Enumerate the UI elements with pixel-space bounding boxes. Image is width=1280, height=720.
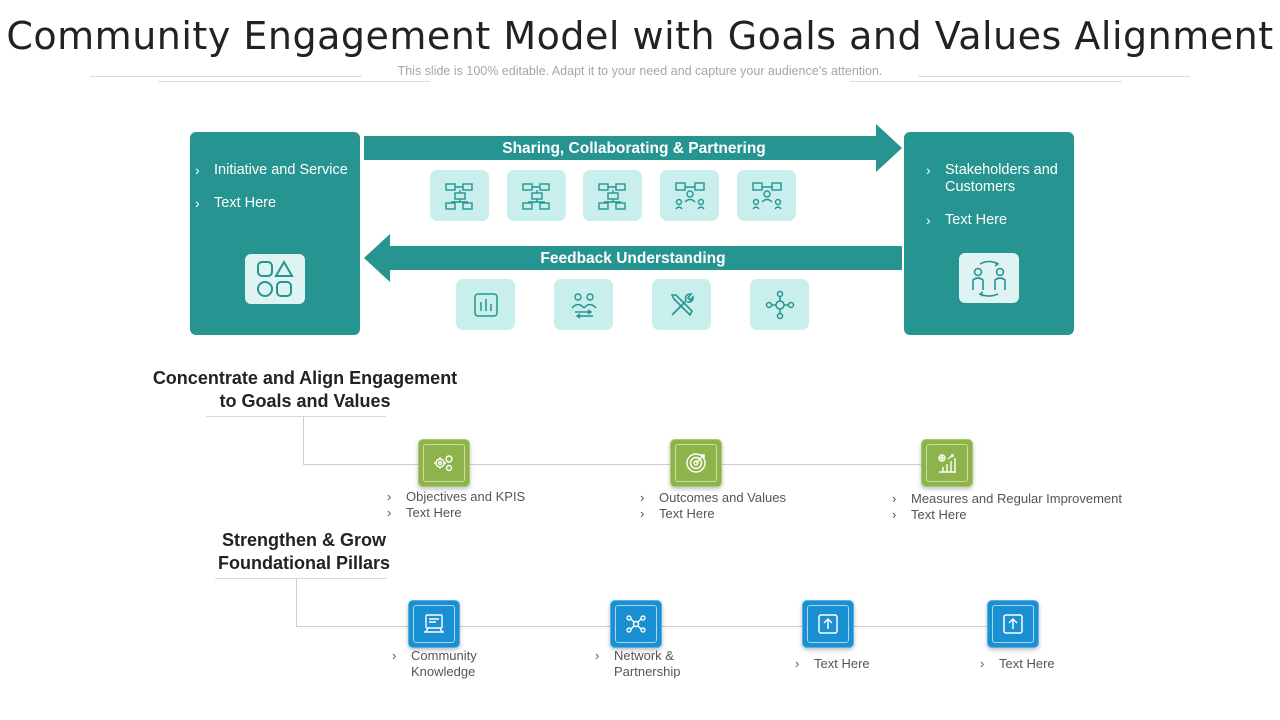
people-network-icon xyxy=(660,170,719,221)
left-panel-item: › Text Here xyxy=(195,195,355,212)
gears-icon xyxy=(418,439,470,487)
title-divider-right xyxy=(918,76,1190,77)
chevron-right-icon: › xyxy=(892,507,897,522)
section-heading: Strengthen & Grow Foundational Pillars xyxy=(154,529,454,575)
growth-chart-icon xyxy=(921,439,973,487)
title-divider-left-2 xyxy=(158,81,430,82)
network-structure-icon xyxy=(583,170,642,221)
pillar-node-text: › Community Knowledge xyxy=(392,648,532,680)
goal-node-line: Text Here xyxy=(659,506,715,521)
chevron-right-icon: › xyxy=(926,162,931,178)
page-title: Community Engagement Model with Goals an… xyxy=(6,14,1274,58)
target-icon xyxy=(670,439,722,487)
chevron-right-icon: › xyxy=(195,162,200,178)
hub-network-icon xyxy=(750,279,809,330)
goal-node-text: › Objectives and KPIS › Text Here xyxy=(387,489,627,521)
upload-icon xyxy=(802,600,854,648)
right-panel-item: › Text Here xyxy=(926,212,1066,229)
pillar-node-line: Partnership xyxy=(614,664,681,679)
chevron-right-icon: › xyxy=(640,506,645,521)
chevron-right-icon: › xyxy=(195,195,200,211)
network-structure-icon xyxy=(507,170,566,221)
page-subtitle: This slide is 100% editable. Adapt it to… xyxy=(397,64,883,78)
pillar-node-text: › Text Here xyxy=(795,656,935,672)
section-heading-line: Strengthen & Grow xyxy=(221,530,386,550)
goal-node-line: Text Here xyxy=(911,507,967,522)
connector-horizontal xyxy=(303,464,948,465)
chevron-right-icon: › xyxy=(387,505,392,520)
pillar-node-text: › Network & Partnership xyxy=(595,648,735,680)
forward-arrow xyxy=(364,124,902,172)
left-panel-item-label: Text Here xyxy=(214,195,277,211)
goal-node-line: Outcomes and Values xyxy=(659,490,786,505)
people-exchange-icon xyxy=(959,253,1019,303)
goal-node-text: › Outcomes and Values › Text Here xyxy=(640,490,880,522)
left-panel-item-label: Initiative and Service xyxy=(214,162,348,178)
forward-arrow-label: Sharing, Collaborating & Partnering xyxy=(502,140,766,157)
goal-node-line: Text Here xyxy=(406,505,462,520)
chevron-right-icon: › xyxy=(926,212,931,228)
connector-vertical xyxy=(296,579,297,627)
section-heading-line: Foundational Pillars xyxy=(217,553,391,573)
computer-knowledge-icon xyxy=(408,600,460,648)
network-structure-icon xyxy=(430,170,489,221)
tools-icon xyxy=(652,279,711,330)
section-heading-line: to Goals and Values xyxy=(219,391,391,411)
chevron-right-icon: › xyxy=(595,648,600,663)
pillar-node-line: Text Here xyxy=(814,656,870,671)
upload-icon xyxy=(987,600,1039,648)
goal-node-line: Objectives and KPIS xyxy=(406,489,526,504)
goal-node-line: Measures and Regular Improvement xyxy=(911,491,1122,506)
right-panel-item-label: Text Here xyxy=(945,212,1008,228)
pillar-node-line: Text Here xyxy=(999,656,1055,671)
left-panel-item: › Initiative and Service xyxy=(195,162,355,179)
chevron-right-icon: › xyxy=(795,656,800,671)
chevron-right-icon: › xyxy=(387,489,392,504)
section-heading-underline xyxy=(206,416,386,417)
right-panel-item-label: Stakeholders and Customers xyxy=(945,162,1058,195)
pillar-node-line: Community xyxy=(411,648,477,663)
chevron-right-icon: › xyxy=(892,491,897,506)
backward-arrow-label: Feedback Understanding xyxy=(540,250,726,267)
pillar-node-line: Network & xyxy=(614,648,674,663)
pillar-node-text: › Text Here xyxy=(980,656,1120,672)
people-exchange-icon xyxy=(554,279,613,330)
section-heading: Concentrate and Align Engagement to Goal… xyxy=(130,367,480,413)
backward-arrow xyxy=(364,234,902,282)
title-divider-left xyxy=(90,76,362,77)
chevron-right-icon: › xyxy=(392,648,397,663)
right-panel-item: › Stakeholders and Customers xyxy=(926,162,1066,196)
pillar-node-line: Knowledge xyxy=(411,664,476,679)
chevron-right-icon: › xyxy=(980,656,985,671)
network-icon xyxy=(610,600,662,648)
chevron-right-icon: › xyxy=(640,490,645,505)
section-heading-line: Concentrate and Align Engagement xyxy=(152,368,458,388)
shapes-icon xyxy=(245,254,305,304)
bar-chart-icon xyxy=(456,279,515,330)
goal-node-text: › Measures and Regular Improvement › Tex… xyxy=(892,491,1152,523)
connector-vertical xyxy=(303,417,304,465)
section-heading-underline xyxy=(215,578,387,579)
title-divider-right-2 xyxy=(850,81,1122,82)
people-network-icon xyxy=(737,170,796,221)
